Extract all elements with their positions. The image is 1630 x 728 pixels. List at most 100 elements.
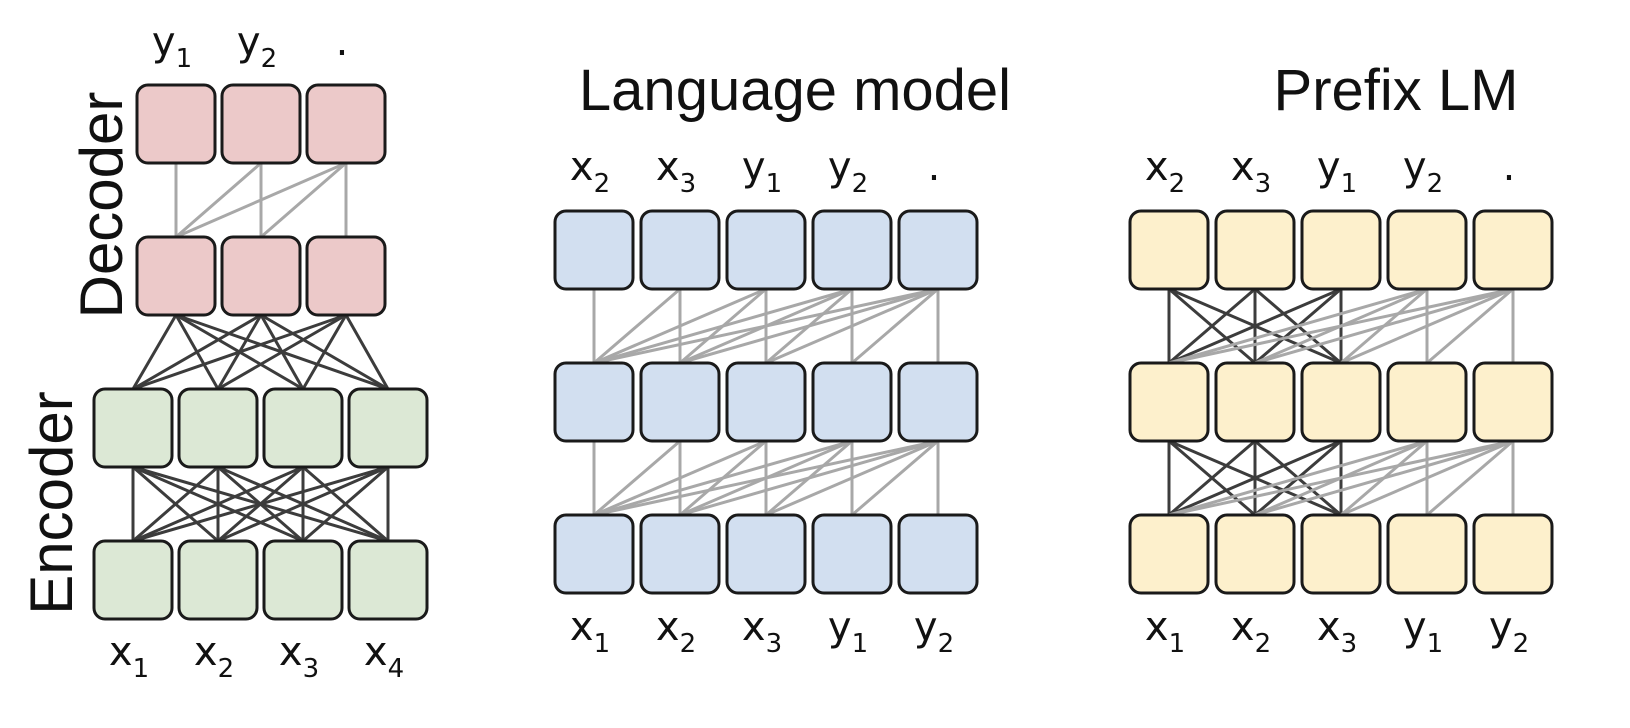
language-model-box-row-3 (553, 513, 635, 595)
language-model-title: Language model (579, 58, 1011, 123)
encoder-attention-line (132, 465, 219, 543)
prefix-lm-output-token: x2 (1145, 144, 1185, 199)
causal-attention-line (765, 439, 939, 517)
causal-attention-line (593, 439, 853, 517)
encoder-label: Encoder (18, 391, 85, 614)
cross-attention-line (132, 313, 262, 391)
prefix-lm-box-row-2 (1300, 361, 1382, 443)
causal-attention-line (1168, 287, 1514, 365)
encoder-bottom-box (262, 539, 344, 621)
cross-attention-line (131, 314, 178, 390)
language-model-box-row-1 (553, 209, 635, 291)
decoder-bottom-box (305, 235, 387, 317)
prefix-lm-box-row-2 (1128, 361, 1210, 443)
language-model-box-row-3 (725, 513, 807, 595)
causal-attention-line (1254, 287, 1514, 365)
language-model-box-row-2 (897, 361, 979, 443)
language-model-output-token: . (928, 144, 941, 190)
decoder-top-box (135, 83, 217, 165)
causal-attention-line (1426, 439, 1514, 517)
prefix-lm-output-token: y1 (1317, 144, 1357, 199)
language-model-connections (592, 287, 940, 517)
prefix-lm-box-row-3 (1128, 513, 1210, 595)
causal-attention-line (593, 287, 853, 365)
decoder-top-box (220, 83, 302, 165)
language-model-input-token: y1 (828, 604, 868, 659)
causal-attention-line (593, 287, 767, 365)
prefix-lm-box-row-2 (1472, 361, 1554, 443)
prefix-lm-box-row-1 (1472, 209, 1554, 291)
prefix-lm-title: Prefix LM (1274, 58, 1519, 123)
prefix-lm-box-row-3 (1472, 513, 1554, 595)
causal-attention-line (1254, 439, 1514, 517)
causal-attention-line (593, 287, 939, 365)
language-model-box-row-2 (553, 361, 635, 443)
decoder-causal-line (175, 161, 262, 239)
cross-attention-line (301, 314, 348, 390)
encoder-top-box (347, 387, 429, 469)
prefix-attention-line (1168, 287, 1256, 365)
decoder-bottom-box (135, 235, 217, 317)
prefix-lm-box-row-2 (1214, 361, 1296, 443)
encoder-attention-line (132, 465, 304, 543)
causal-attention-line (679, 287, 939, 365)
encoder-decoder-boxes (92, 83, 429, 621)
causal-attention-line (679, 439, 939, 517)
encoder-input-token: x3 (279, 629, 319, 684)
language-model-output-token: x2 (570, 144, 610, 199)
language-model-output-token: x3 (656, 144, 696, 199)
prefix-lm-input-token: x1 (1145, 604, 1185, 659)
prefix-lm-connections (1167, 287, 1515, 517)
prefix-lm-box-row-1 (1214, 209, 1296, 291)
prefix-lm-input-token: y1 (1403, 604, 1443, 659)
prefix-lm-box-row-1 (1128, 209, 1210, 291)
cross-attention-line (132, 313, 347, 391)
cross-attention-line (217, 313, 347, 391)
prefix-attention-line (1168, 439, 1342, 517)
encoder-top-box (262, 387, 344, 469)
cross-attention-line (344, 314, 390, 390)
prefix-attention-line (1168, 439, 1256, 517)
causal-attention-line (765, 287, 939, 365)
causal-attention-line (851, 439, 939, 517)
prefix-lm-box-row-3 (1300, 513, 1382, 595)
causal-attention-line (1426, 287, 1514, 365)
language-model-box-row-3 (897, 513, 979, 595)
prefix-lm-box-row-3 (1214, 513, 1296, 595)
encoder-input-token: x1 (109, 629, 149, 684)
language-model-box-row-1 (639, 209, 721, 291)
decoder-output-token: y2 (237, 19, 277, 74)
prefix-lm-box-row-2 (1386, 361, 1468, 443)
prefix-lm-box-row-1 (1386, 209, 1468, 291)
causal-attention-line (1340, 439, 1514, 517)
encoder-top-box (92, 387, 174, 469)
language-model-boxes (553, 209, 979, 595)
causal-attention-line (1168, 439, 1514, 517)
causal-attention-line (1168, 287, 1428, 365)
encoder-attention-line (132, 465, 389, 543)
encoder-bottom-box (92, 539, 174, 621)
language-model-box-row-2 (639, 361, 721, 443)
causal-attention-line (1340, 287, 1514, 365)
encoder-bottom-box (347, 539, 429, 621)
decoder-causal-line (260, 161, 347, 239)
prefix-lm-input-token: x2 (1231, 604, 1271, 659)
language-model-input-token: x1 (570, 604, 610, 659)
encoder-attention-line (302, 465, 389, 543)
causal-attention-line (593, 439, 767, 517)
encoder-top-box (177, 387, 259, 469)
decoder-output-token: y1 (152, 19, 192, 74)
decoder-causal-line (175, 161, 347, 239)
causal-attention-line (593, 439, 681, 517)
prefix-lm-box-row-1 (1300, 209, 1382, 291)
decoder-bottom-box (220, 235, 302, 317)
language-model-box-row-1 (725, 209, 807, 291)
causal-attention-line (593, 287, 681, 365)
encoder-input-token: x2 (194, 629, 234, 684)
decoder-output-token: . (336, 19, 349, 65)
language-model-box-row-2 (725, 361, 807, 443)
encoder-decoder-connections (131, 161, 390, 543)
language-model-output-token: y1 (742, 144, 782, 199)
language-model-input-token: y2 (914, 604, 954, 659)
